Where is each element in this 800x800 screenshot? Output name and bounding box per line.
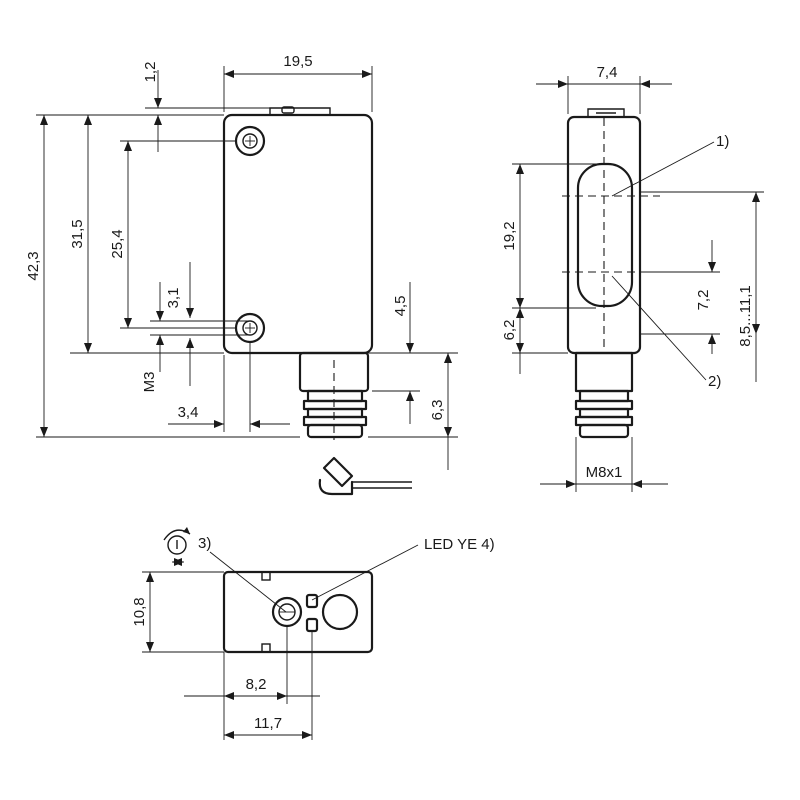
dim-side-width: 7,4 [597,64,618,81]
callout-1-leader [611,141,715,197]
optic-circle [321,593,359,631]
dim-thread-m3: M3 [141,372,158,393]
dim-height-31: 31,5 [69,219,86,248]
dim-right-45: 4,5 [392,296,409,317]
dim-bottom-117: 11,7 [254,715,282,732]
callout-led: LED YE 4) [424,536,495,553]
bottom-view: 3) LED YE 4) 10,8 8,2 11,7 [131,527,495,740]
side-view: 7,4 1) 2) 19,2 6,2 7,2 8,5...11,1 [501,64,764,492]
front-connector [298,351,370,440]
dim-side-thread: M8x1 [586,464,623,481]
front-view: 19,5 1,2 42,3 31,5 25,4 3,1 M3 [25,53,458,496]
potentiometer [271,596,303,628]
dim-bottom-82: 8,2 [246,676,267,693]
led-bottom [305,617,319,633]
dim-connector-63: 6,3 [429,400,446,421]
dim-height-25: 25,4 [109,229,126,258]
front-housing [222,113,374,355]
mounting-hole-top [234,125,266,157]
bottom-housing [222,570,374,654]
callout-3: 3) [198,535,211,552]
dim-total-height: 42,3 [25,251,42,280]
dim-hole-31: 3,1 [165,288,182,309]
dim-bottom-108: 10,8 [131,597,148,626]
dim-side-range: 8,5...11,1 [737,285,754,346]
led-top [305,593,319,609]
callout-2: 2) [708,373,721,390]
callout-1: 1) [716,133,729,150]
mounting-hole-bottom [234,312,266,344]
side-connector [574,351,634,439]
dim-top-offset: 1,2 [142,62,159,83]
dim-side-192: 19,2 [501,221,518,250]
dim-left-offset: 3,4 [178,404,199,421]
dim-width-top: 19,5 [283,53,312,70]
rotate-icon [163,527,191,566]
cable-plug [318,456,412,496]
lens-window [576,162,634,308]
callout-2-leader [611,275,707,381]
front-top-cap [269,107,331,115]
dim-side-72: 7,2 [695,290,712,311]
dim-side-62: 6,2 [501,320,518,341]
